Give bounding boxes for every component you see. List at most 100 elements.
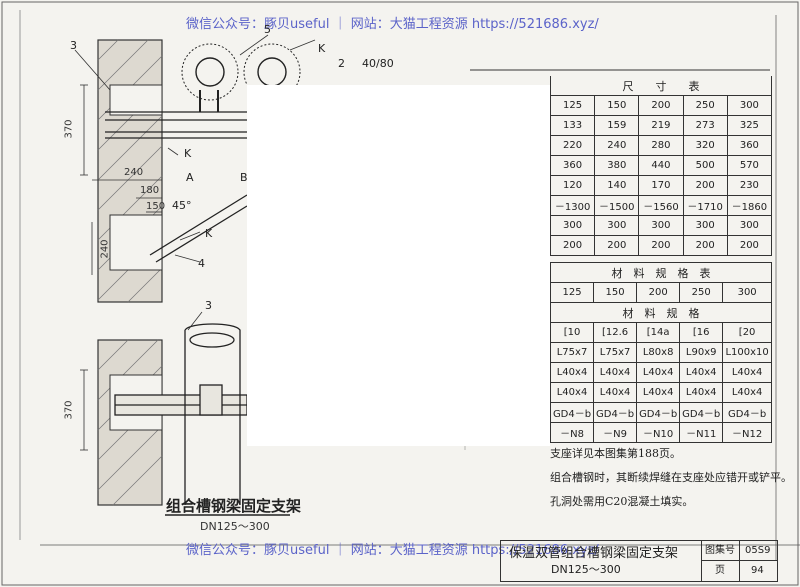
callout-angle: 45° [172,199,192,212]
table-cell: 300 [549,215,596,236]
table-cell: L40x4 [593,382,638,403]
table-cell: －1500 [594,195,640,216]
atlas-value: 05S9 [745,545,771,556]
table-cell: 230 [726,175,773,196]
table-cell: 150 [594,95,640,116]
diagonal-strut [149,194,248,263]
table-cell: 159 [594,115,640,136]
material-subtitle: 材 料 规 格 [550,302,772,323]
note-2: 组合槽钢时，其断续焊缝在支座处应错开或铲平。 [550,471,792,484]
leader-lines [74,34,316,331]
dim-240-top: 240 [124,167,144,178]
note-1: 支座详见本图集第188页。 [550,447,681,460]
table-cell: 200 [682,175,728,196]
table-cell: L40x4 [722,362,772,383]
table-cell: GD4－b [722,402,772,423]
table-cell: [10 [549,322,595,343]
title-block: 保温双管组合槽钢梁固定支架 DN125～300 图集号 05S9 页 94 [500,540,778,582]
table-cell: [16 [679,322,724,343]
table-cell: 440 [638,155,684,176]
table-cell: 300 [726,95,773,116]
table-cell: L40x4 [679,382,724,403]
callout-ratio: 40/80 [362,57,394,70]
dim-240-mid: 240 [99,239,111,259]
callout-b: B [240,171,248,184]
table-cell: 300 [594,215,640,236]
table-cell: 300 [638,215,684,236]
table-cell: －N9 [593,422,638,443]
table-cell: 200 [638,95,684,116]
dim-370-top: 370 [63,119,75,139]
table-cell: 125 [549,282,595,303]
dim-180: 180 [140,185,160,196]
pipe-vertical [184,323,241,505]
drawing-subtitle: DN125～300 [200,520,270,533]
table-cell: [12.6 [593,322,638,343]
wall-upper [97,39,163,303]
table-cell: 240 [594,135,640,156]
callout-3-top: 3 [70,39,77,52]
table-cell: L75x7 [549,342,595,363]
table-cell: －N8 [549,422,595,443]
watermark-bottom: 微信公众号：豚贝useful ｜ 网站：大猫工程资源 https://52168… [186,543,599,558]
table-cell: 300 [722,282,772,303]
table-cell: 219 [638,115,684,136]
title-block-name: 保温双管组合槽钢梁固定支架 [509,546,679,561]
table-cell: L40x4 [722,382,772,403]
table-cell: GD4－b [593,402,638,423]
table-cell: GD4－b [636,402,681,423]
table-cell: 320 [682,135,728,156]
table-cell: 273 [682,115,728,136]
table-cell: L100x10 [722,342,772,363]
table-cell: L75x7 [593,342,638,363]
table-cell: L90x9 [679,342,724,363]
page-value: 94 [751,565,764,576]
table-cell: L40x4 [593,362,638,383]
callout-k-2: K [184,147,192,160]
dim-370-bottom: 370 [63,400,75,420]
table-cell: 200 [549,235,596,256]
material-table-title: 材 料 规 格 表 [550,262,772,283]
table-cell: 125 [549,95,596,116]
watermark-top: 微信公众号：豚贝useful ｜ 网站：大猫工程资源 https://52168… [186,17,599,32]
callout-5-top: 5 [264,23,271,36]
table-row: [10[12.6[14a[16[20 [549,322,772,343]
table-cell: [20 [722,322,772,343]
callout-2-top: 2 [338,57,345,70]
table-cell: 280 [638,135,684,156]
table-cell: －1300 [549,195,596,216]
page-label: 页 [715,565,725,576]
beam-lower [114,394,248,416]
callout-a: A [186,171,194,184]
table-cell: 360 [549,155,596,176]
table-cell: GD4－b [549,402,595,423]
table-cell: 300 [726,215,773,236]
table-cell: 120 [549,175,596,196]
table-cell: 360 [726,135,773,156]
table-row: －1300－1500－1560－1710－1860 [549,195,773,216]
table-cell: L40x4 [549,382,595,403]
beam-upper [105,111,247,139]
table-cell: 220 [549,135,596,156]
table-cell: －N12 [722,422,772,443]
table-cell: －1560 [638,195,684,216]
obscured-region [247,85,550,446]
callout-3-bottom: 3 [205,299,212,312]
table-cell: －1860 [726,195,773,216]
table-cell: 250 [682,95,728,116]
table-cell: 140 [594,175,640,196]
table-cell: －N10 [636,422,681,443]
size-table-title: 尺 寸 表 [550,76,772,96]
table-cell: 200 [638,235,684,256]
callout-k-1: K [318,42,326,55]
table-cell: L40x4 [636,382,681,403]
table-cell: 133 [549,115,596,136]
